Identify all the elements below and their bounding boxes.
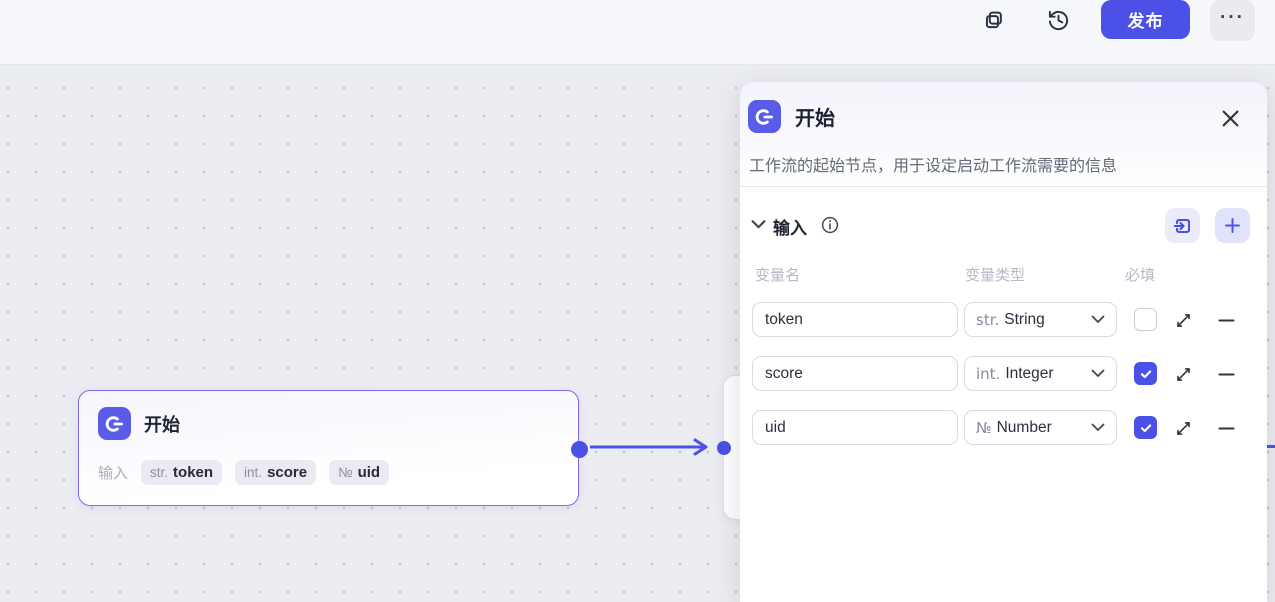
variable-row: str. String [740,302,1267,337]
expand-icon [1176,421,1190,435]
type-prefix: str. [976,310,1000,329]
duplicate-button[interactable] [981,7,1007,33]
variable-name-input[interactable] [752,302,958,337]
minus-icon [1217,319,1235,321]
column-type: 变量类型 [965,267,1026,284]
column-required: 必填 [1125,267,1156,284]
variable-name: score [267,464,308,481]
expand-icon [1176,367,1190,381]
plus-icon [1225,218,1240,233]
connection-edge-stub [1266,445,1275,448]
chevron-down-icon [1091,423,1105,431]
required-checkbox[interactable] [1134,416,1157,439]
remove-row-button[interactable] [1215,363,1237,385]
history-icon [1048,10,1068,30]
variable-badge: int. score [235,460,317,485]
panel-header: 开始 [748,100,835,133]
start-icon [98,407,131,440]
node-input-label: 输入 [98,465,129,482]
variable-name-input[interactable] [752,356,958,391]
more-options-button[interactable]: ··· [1210,0,1255,41]
import-variables-button[interactable] [1165,208,1200,243]
variable-row: int. Integer [740,356,1267,391]
variable-row: № Number [740,410,1267,445]
expand-row-button[interactable] [1172,309,1194,331]
import-icon [1173,218,1190,233]
chevron-down-icon [751,220,765,229]
type-prefix: № [976,418,992,437]
type-prefix: № [338,465,353,480]
info-icon[interactable] [821,216,839,234]
remove-row-button[interactable] [1215,309,1237,331]
required-checkbox[interactable] [1134,308,1157,331]
type-prefix: int. [244,465,263,480]
chevron-down-icon [1091,369,1105,377]
chevron-down-icon [1091,315,1105,323]
type-prefix: str. [150,465,169,480]
column-name: 变量名 [755,267,801,284]
start-node[interactable]: 开始 输入 str. token int. score № uid [78,390,588,506]
close-panel-button[interactable] [1217,106,1243,130]
start-node-header: 开始 [98,407,180,440]
section-label: 输入 [773,219,807,238]
input-port[interactable] [717,441,731,455]
start-node-io-row: 输入 str. token int. score № uid [98,460,390,485]
close-icon [1222,110,1238,126]
variable-badge: str. token [141,460,223,485]
type-value: Number [996,418,1052,436]
type-value: String [1004,310,1045,328]
check-icon [1140,370,1151,378]
duplicate-icon [985,11,1002,29]
expand-row-button[interactable] [1172,417,1194,439]
panel-description: 工作流的起始节点，用于设定启动工作流需要的信息 [749,158,1118,175]
top-toolbar: 发布 ··· [0,0,1275,65]
minus-icon [1217,373,1235,375]
variable-name: uid [357,464,381,481]
variable-badge: № uid [329,460,390,485]
type-prefix: int. [976,364,1001,383]
expand-icon [1176,313,1190,327]
remove-row-button[interactable] [1215,417,1237,439]
publish-button[interactable]: 发布 [1101,0,1190,39]
input-section-header: 输入 [740,208,1267,243]
start-node-title: 开始 [144,414,180,435]
check-icon [1140,424,1151,432]
type-value: Integer [1005,364,1054,382]
add-variable-button[interactable] [1215,208,1250,243]
panel-title: 开始 [795,108,835,130]
variable-type-select[interactable]: № Number [964,410,1117,445]
variable-type-select[interactable]: str. String [964,302,1117,337]
variable-type-select[interactable]: int. Integer [964,356,1117,391]
history-button[interactable] [1045,7,1071,33]
connection-edge-arrow [590,438,708,456]
variable-name-input[interactable] [752,410,958,445]
divider [740,186,1267,187]
output-port[interactable] [570,440,588,458]
collapse-section-button[interactable] [750,217,766,233]
required-checkbox[interactable] [1134,362,1157,385]
minus-icon [1217,427,1235,429]
node-config-panel: 开始 工作流的起始节点，用于设定启动工作流需要的信息 输入 [740,82,1267,602]
start-icon [748,100,781,133]
variable-name: token [173,464,214,481]
expand-row-button[interactable] [1172,363,1194,385]
